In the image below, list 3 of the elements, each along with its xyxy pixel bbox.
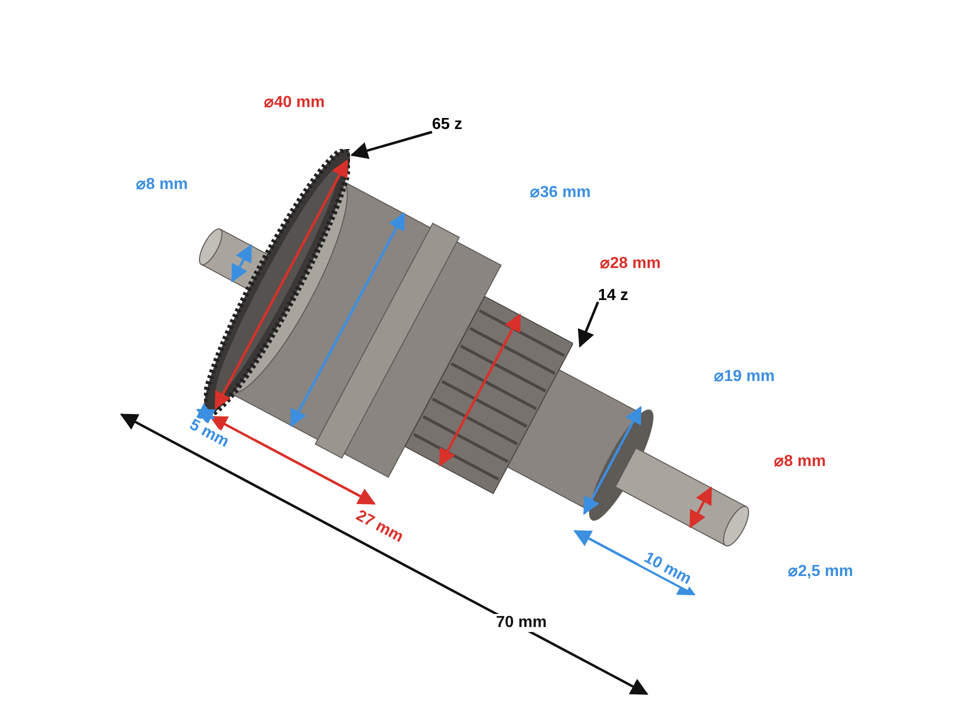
leader-line [350,130,432,160]
dimension-label: 70 mm [494,614,549,632]
leader-line [578,302,600,348]
